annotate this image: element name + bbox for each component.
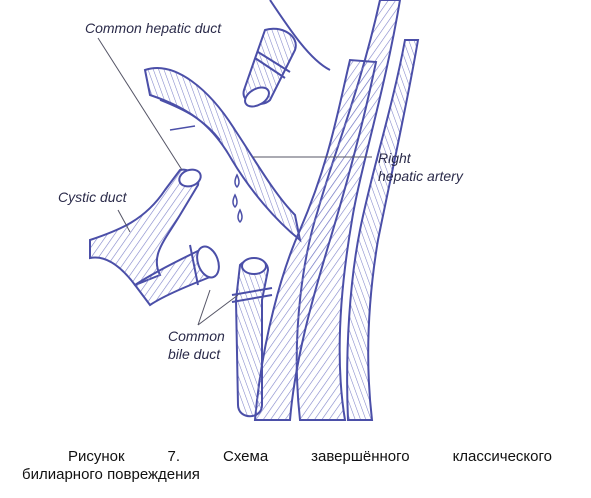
leader-lines	[97, 37, 372, 326]
caption-word-4: завершённого	[311, 448, 410, 465]
label-right-hepatic-artery-line2: hepatic artery	[378, 168, 463, 184]
common-hepatic-duct-stump	[242, 27, 297, 108]
common-bile-duct-distal-stump	[231, 257, 273, 418]
label-common-hepatic-duct: Common hepatic duct	[85, 20, 222, 36]
label-common-bile-duct-line1: Common	[168, 328, 225, 344]
label-cystic-duct: Cystic duct	[58, 189, 127, 205]
biliary-injury-illustration	[89, 0, 420, 421]
right-hepatic-artery	[143, 67, 302, 243]
caption-word-2: 7.	[167, 448, 181, 465]
caption-line-1: Рисунок 7. Схема завершённого классическ…	[22, 448, 552, 466]
figure-caption: Рисунок 7. Схема завершённого классическ…	[22, 448, 552, 484]
portal-vein	[253, 0, 420, 421]
common-bile-duct-proximal-stump	[133, 244, 220, 307]
label-common-bile-duct-line2: bile duct	[168, 346, 221, 362]
cystic-duct	[89, 168, 202, 287]
caption-word-3: Схема	[223, 448, 269, 465]
caption-line-2: билиарного повреждения	[22, 466, 200, 483]
caption-word-1: Рисунок	[68, 448, 125, 465]
bile-drops	[232, 173, 243, 224]
caption-word-5: классического	[452, 448, 552, 465]
label-right-hepatic-artery-line1: Right	[378, 150, 411, 166]
